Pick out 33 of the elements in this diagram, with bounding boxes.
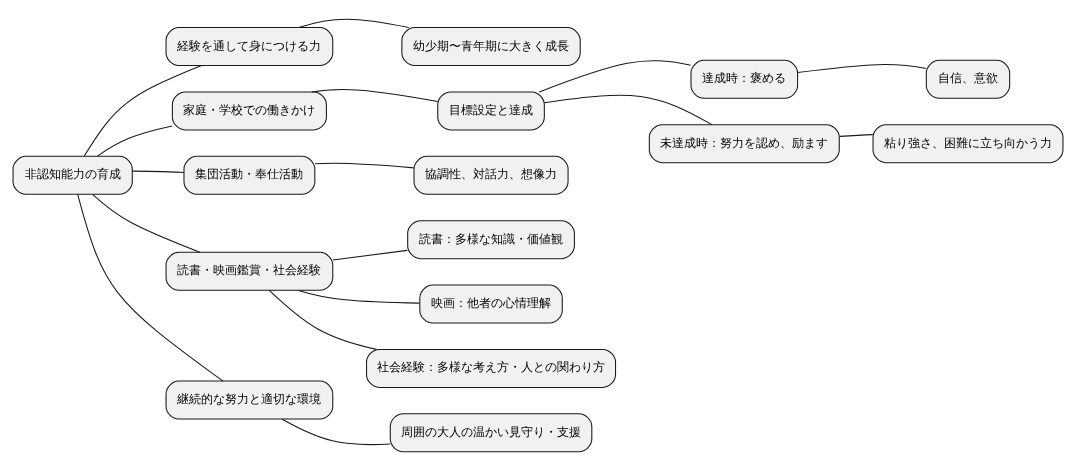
connector (92, 194, 201, 253)
node-box: 家庭・学校での働きかけ (171, 91, 327, 131)
connector (332, 249, 408, 261)
connector (314, 162, 415, 169)
connector (77, 193, 224, 382)
connector (298, 289, 420, 304)
connector (543, 94, 713, 126)
node-box: 協調性、対話力、想像力 (413, 155, 569, 195)
node-box: 周囲の大人の温かい見守り・支援 (389, 413, 593, 453)
node-box: 継続的な努力と適切な環境 (165, 380, 334, 420)
node-box: 目標設定と達成 (437, 91, 545, 131)
connector (97, 125, 173, 157)
connector (298, 18, 410, 29)
node-box: 読書：多様な知識・価値観 (407, 220, 575, 260)
node-box: 幼少期〜青年期に大きく成長 (401, 27, 581, 67)
node-box: 経験を通して身につける力 (165, 27, 334, 67)
node-box: 集団活動・奉仕活動 (183, 155, 316, 195)
connector (281, 418, 391, 446)
node-box: 自信、意欲 (925, 59, 1011, 99)
node-box: 非認知能力の育成 (12, 155, 133, 195)
connector (538, 60, 692, 93)
node-box: 社会経験：多様な考え方・人との関わり方 (366, 348, 617, 388)
node-box: 粘り強さ、困難に立ち向かう力 (872, 124, 1064, 164)
node-box: 映画：他者の心情理解 (419, 284, 563, 324)
node-box: 読書・映画鑑賞・社会経験 (165, 251, 334, 291)
connector (131, 170, 185, 173)
connector (268, 289, 377, 350)
connector (797, 64, 927, 73)
connector (83, 65, 202, 157)
node-box: 達成時：褒める (690, 59, 799, 99)
node-box: 未達成時：努力を認め、励ます (648, 124, 840, 164)
connector (839, 134, 874, 137)
connector (311, 88, 439, 102)
